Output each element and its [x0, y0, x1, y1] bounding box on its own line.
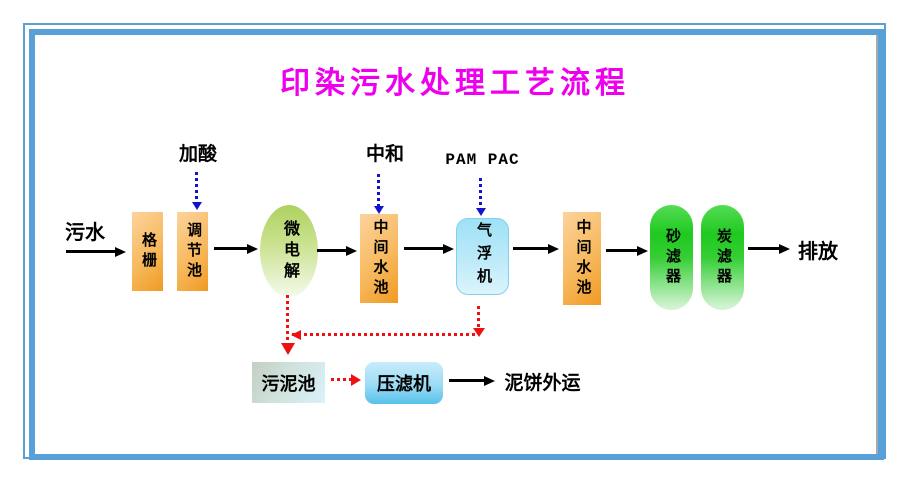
node-sludge-tank: 污泥池	[252, 362, 325, 403]
node-intermediate-tank-2-label: 中间水池	[574, 218, 591, 299]
arrow-electrolysis-to-tank1-icon	[317, 249, 347, 252]
arrow-tank2-to-sand-filter-icon	[606, 249, 638, 252]
arrow-carbon-filter-to-discharge-icon	[748, 247, 780, 250]
page-title: 印染污水处理工艺流程	[280, 67, 630, 100]
inner-frame-border	[29, 29, 884, 460]
node-intermediate-tank-1-label: 中间水池	[371, 218, 388, 299]
arrow-flotation-to-tank2-icon	[513, 247, 549, 250]
node-air-flotation-label: 气浮机	[475, 222, 491, 291]
dotted-arrow-sludge-to-press-icon	[331, 378, 351, 381]
node-carbon-filter: 炭滤器	[701, 205, 744, 310]
dotted-line-flotation-down-icon	[477, 306, 480, 328]
label-sludge-cake-out: 泥饼外运	[504, 373, 581, 394]
dotted-line-flotation-to-sludge-icon	[292, 333, 478, 336]
node-filter-press-label: 压滤机	[377, 374, 431, 394]
arrow-influent-to-bar-screen-icon	[66, 250, 116, 253]
node-intermediate-tank-1: 中间水池	[360, 214, 398, 303]
label-influent: 污水	[65, 222, 105, 244]
node-filter-press: 压滤机	[365, 362, 443, 404]
dotted-arrow-add-acid-icon	[195, 172, 198, 202]
node-bar-screen: 格栅	[132, 212, 163, 291]
node-intermediate-tank-2: 中间水池	[563, 212, 601, 305]
node-sand-filter: 砂滤器	[650, 205, 693, 310]
arrow-press-to-cake-icon	[449, 379, 485, 382]
node-carbon-filter-label: 炭滤器	[715, 227, 731, 288]
label-pam-pac: PAM PAC	[445, 151, 520, 169]
node-micro-electrolysis-label: 微电解	[281, 219, 298, 283]
node-sand-filter-label: 砂滤器	[664, 227, 680, 288]
dotted-arrow-neutralization-icon	[377, 174, 380, 206]
node-regulating-tank-label: 调节池	[185, 221, 201, 282]
node-bar-screen-label: 格栅	[140, 231, 156, 272]
arrow-tank1-to-flotation-icon	[404, 247, 444, 250]
node-air-flotation: 气浮机	[456, 218, 509, 295]
arrow-regulating-to-electrolysis-icon	[214, 247, 248, 250]
label-add-acid: 加酸	[178, 144, 217, 165]
node-sludge-tank-label: 污泥池	[261, 373, 316, 394]
node-regulating-tank: 调节池	[177, 212, 208, 291]
dotted-arrow-pam-pac-icon	[479, 178, 482, 208]
node-micro-electrolysis: 微电解	[260, 205, 318, 297]
label-neutralization: 中和	[365, 144, 404, 165]
dotted-line-electrolysis-to-sludge-icon	[286, 295, 289, 343]
label-discharge: 排放	[798, 241, 838, 263]
